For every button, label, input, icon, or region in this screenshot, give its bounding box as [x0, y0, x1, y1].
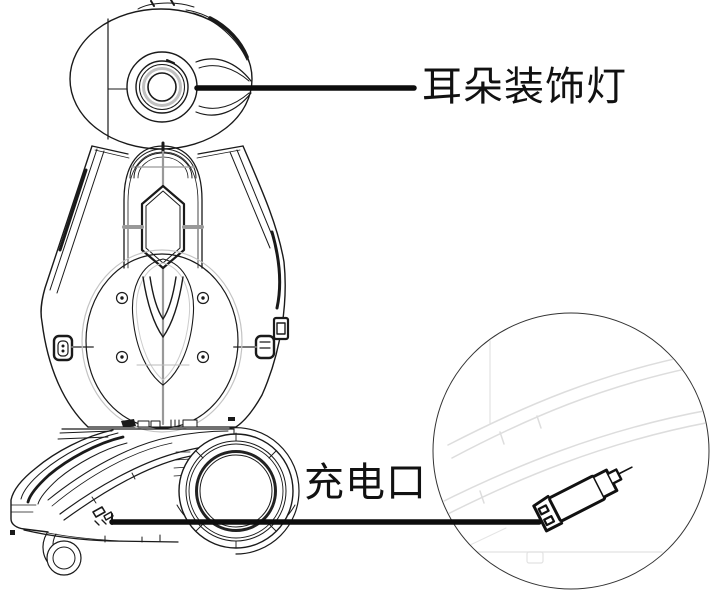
charging-connector-detail [532, 466, 633, 533]
caster-wheel [42, 532, 82, 576]
callout-label-ear-light: 耳朵装饰灯 [422, 65, 627, 109]
robot-base [10, 427, 300, 576]
callout-label-charging-port: 充电口 [304, 461, 427, 505]
callout-leader-lines [109, 85, 542, 525]
ear-decorative-light [126, 51, 198, 123]
charging-port-detail-magnifier [432, 312, 710, 590]
robot-torso [40, 145, 290, 433]
drive-wheel [176, 427, 300, 555]
